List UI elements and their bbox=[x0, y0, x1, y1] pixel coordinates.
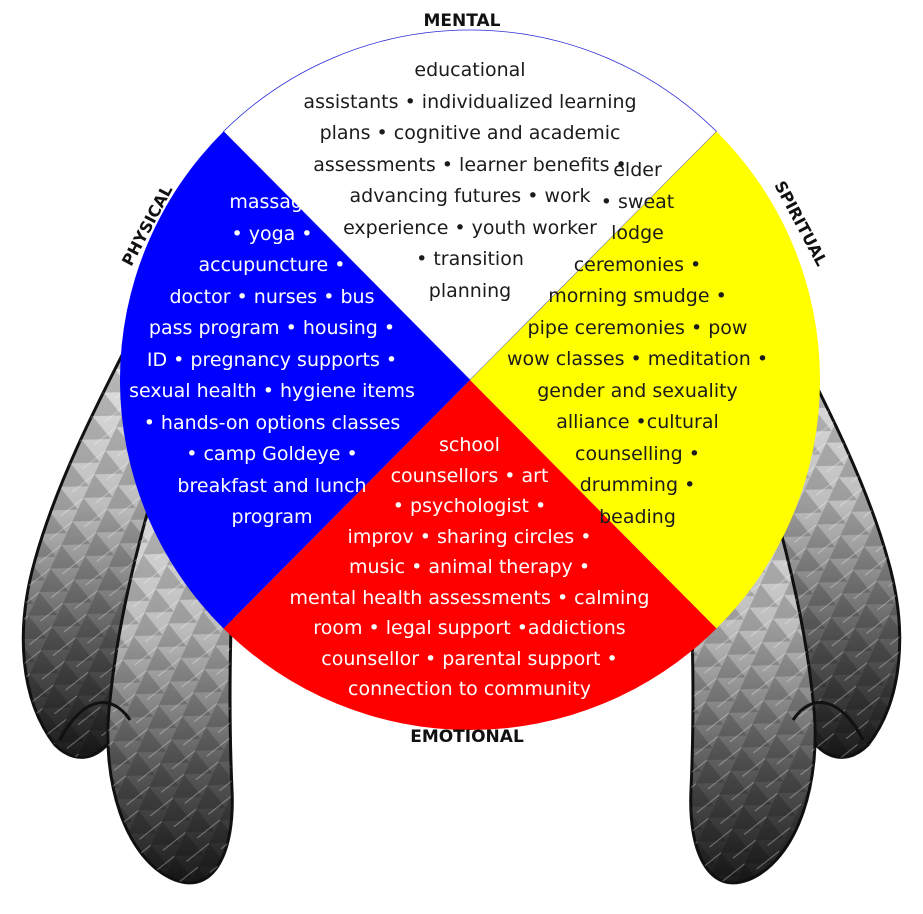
direction-label-mental: MENTAL bbox=[423, 11, 500, 31]
service-line: ceremonies • bbox=[470, 250, 805, 282]
service-line: • sweat bbox=[470, 187, 805, 219]
service-line: assistants • individualized learning bbox=[270, 87, 670, 119]
service-line: accupuncture • bbox=[112, 250, 432, 282]
service-line: sexual health • hygiene items bbox=[112, 376, 432, 408]
service-line: • psychologist • bbox=[252, 491, 687, 522]
service-line: pipe ceremonies • pow bbox=[470, 313, 805, 345]
service-line: school bbox=[252, 430, 687, 461]
service-line: lodge bbox=[470, 218, 805, 250]
service-line: elder bbox=[470, 155, 805, 187]
service-line: music • animal therapy • bbox=[252, 552, 687, 583]
service-line: • yoga • bbox=[112, 219, 432, 251]
service-line: mental health assessments • calming bbox=[252, 583, 687, 614]
service-line: counsellors • art bbox=[252, 461, 687, 492]
service-line: pass program • housing • bbox=[112, 313, 432, 345]
service-line: connection to community bbox=[252, 674, 687, 705]
service-line: massage bbox=[112, 187, 432, 219]
service-line: counsellor • parental support • bbox=[252, 644, 687, 675]
service-line: ID • pregnancy supports • bbox=[112, 345, 432, 377]
service-line: room • legal support •addictions bbox=[252, 613, 687, 644]
direction-label-emotional: EMOTIONAL bbox=[410, 727, 524, 747]
service-line: doctor • nurses • bus bbox=[112, 282, 432, 314]
service-line: improv • sharing circles • bbox=[252, 522, 687, 553]
service-line: educational bbox=[270, 55, 670, 87]
service-line: morning smudge • bbox=[470, 281, 805, 313]
service-line: plans • cognitive and academic bbox=[270, 118, 670, 150]
service-line: gender and sexuality bbox=[470, 376, 805, 408]
service-line: wow classes • meditation • bbox=[470, 344, 805, 376]
